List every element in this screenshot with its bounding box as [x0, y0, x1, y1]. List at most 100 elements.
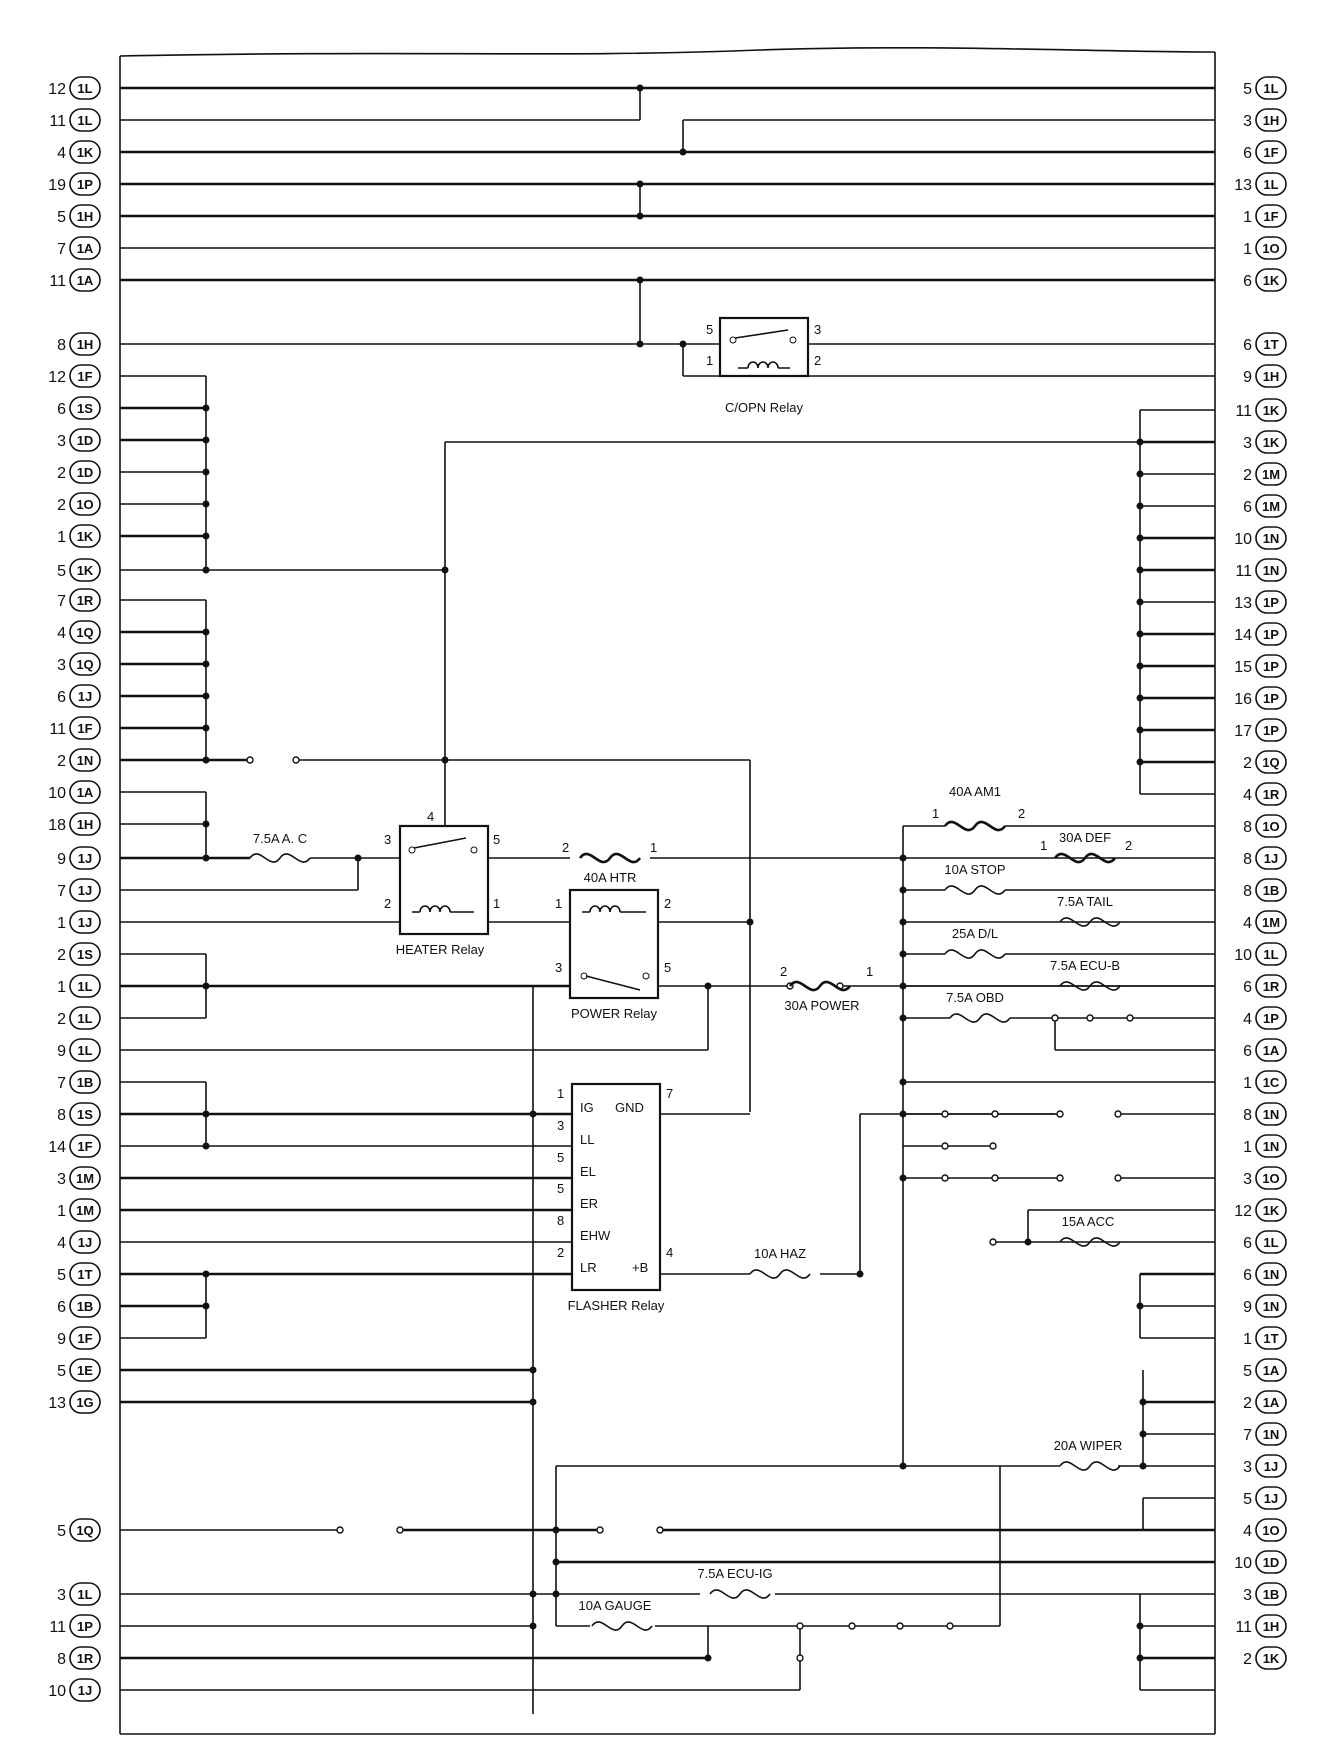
- connector-id: 1K: [77, 529, 94, 544]
- relay-pin: 5: [664, 960, 671, 975]
- connector-oval: [1255, 398, 1287, 422]
- connector-oval: [1255, 1326, 1287, 1350]
- connector-id: 1G: [76, 1395, 93, 1410]
- connector-oval: [1255, 1038, 1287, 1062]
- connector-oval: [69, 684, 101, 708]
- connector-pin: 11: [49, 721, 66, 738]
- connector-pin: 15: [1234, 659, 1252, 676]
- connector-id: 1O: [1262, 1171, 1279, 1186]
- fuse-10a-stop: 10A STOP: [944, 862, 1006, 895]
- connector-id: 1K: [1263, 403, 1280, 418]
- svg-text:7.5A ECU-B: 7.5A ECU-B: [1050, 958, 1120, 973]
- relay-name: HEATER Relay: [396, 942, 485, 957]
- connector-oval: [69, 396, 101, 420]
- connector-pin: 1: [57, 979, 66, 996]
- connector-id: 1O: [1262, 1523, 1279, 1538]
- connector-id: 1L: [77, 979, 92, 994]
- connector-pin: 3: [1243, 113, 1252, 130]
- connector-oval: [69, 1326, 101, 1350]
- connector-id: 1Q: [76, 657, 93, 672]
- relay-pin: 2: [814, 353, 821, 368]
- connector-id: 1P: [1263, 1011, 1279, 1026]
- connector-pin: 8: [57, 1651, 66, 1668]
- relay-name: FLASHER Relay: [568, 1298, 665, 1313]
- connector-pin: 11: [49, 1619, 66, 1636]
- connector-pin: 2: [1243, 1651, 1252, 1668]
- connector-pin: 6: [1243, 979, 1252, 996]
- connector-pin: 5: [57, 1267, 66, 1284]
- connector-pin: 3: [1243, 1587, 1252, 1604]
- connector-id: 1P: [1263, 595, 1279, 610]
- left-connector: 1 1L: [57, 974, 101, 998]
- connector-oval: [1255, 1006, 1287, 1030]
- connector-oval: [1255, 204, 1287, 228]
- connector-id: 1M: [1262, 499, 1280, 514]
- relay-terminal: ER: [580, 1196, 598, 1211]
- relay-pin: 3: [384, 832, 391, 847]
- connector-oval: [69, 332, 101, 356]
- connector-id: 1J: [1264, 1491, 1278, 1506]
- connector-id: 1N: [1263, 1139, 1280, 1154]
- fuse-10a-haz: 10A HAZ: [749, 1246, 811, 1279]
- connector-oval: [1255, 76, 1287, 100]
- connector-pin: 11: [49, 273, 66, 290]
- svg-text:10A STOP: 10A STOP: [944, 862, 1005, 877]
- svg-text:25A D/L: 25A D/L: [952, 926, 998, 941]
- connector-pin: 4: [1243, 1523, 1252, 1540]
- connector-oval: [69, 620, 101, 644]
- svg-text:7.5A ECU-IG: 7.5A ECU-IG: [697, 1566, 772, 1581]
- diagram-frame: [119, 46, 1216, 1735]
- fuse-20a-wiper: 20A WIPER: [1054, 1438, 1122, 1471]
- connector-id: 1F: [1263, 209, 1278, 224]
- connector-pin: 14: [1234, 627, 1252, 644]
- connector-pin: 6: [57, 1299, 66, 1316]
- svg-text:40A HTR: 40A HTR: [584, 870, 637, 885]
- connector-id: 1N: [1263, 1427, 1280, 1442]
- connector-id: 1L: [77, 113, 92, 128]
- fuse-30a-def: 1 2 30A DEF: [1040, 830, 1132, 864]
- connector-id: 1S: [77, 1107, 93, 1122]
- connector-pin: 5: [1243, 1363, 1252, 1380]
- connector-id: 1F: [77, 369, 92, 384]
- connector-id: 1M: [1262, 915, 1280, 930]
- connector-pin: 3: [57, 1587, 66, 1604]
- relay-pin: 2: [664, 896, 671, 911]
- connector-oval: [1255, 1422, 1287, 1446]
- connector-id: 1L: [1263, 177, 1278, 192]
- connector-oval: [69, 108, 101, 132]
- connector-oval: [69, 1614, 101, 1638]
- connector-pin: 3: [1243, 435, 1252, 452]
- connector-oval: [1255, 1582, 1287, 1606]
- connector-id: 1B: [77, 1299, 94, 1314]
- connector-oval: [69, 588, 101, 612]
- connector-pin: 3: [57, 433, 66, 450]
- connector-pin: 8: [57, 1107, 66, 1124]
- connector-pin: 3: [1243, 1459, 1252, 1476]
- relay-name: C/OPN Relay: [725, 400, 804, 415]
- connector-oval: [1255, 846, 1287, 870]
- connector-oval: [69, 1678, 101, 1702]
- connector-oval: [69, 428, 101, 452]
- connector-oval: [1255, 364, 1287, 388]
- connector-id: 1L: [77, 81, 92, 96]
- connector-id: 1F: [1263, 145, 1278, 160]
- connector-oval: [1255, 718, 1287, 742]
- wiring: [120, 84, 1215, 1714]
- relay-pin: 2: [557, 1245, 564, 1260]
